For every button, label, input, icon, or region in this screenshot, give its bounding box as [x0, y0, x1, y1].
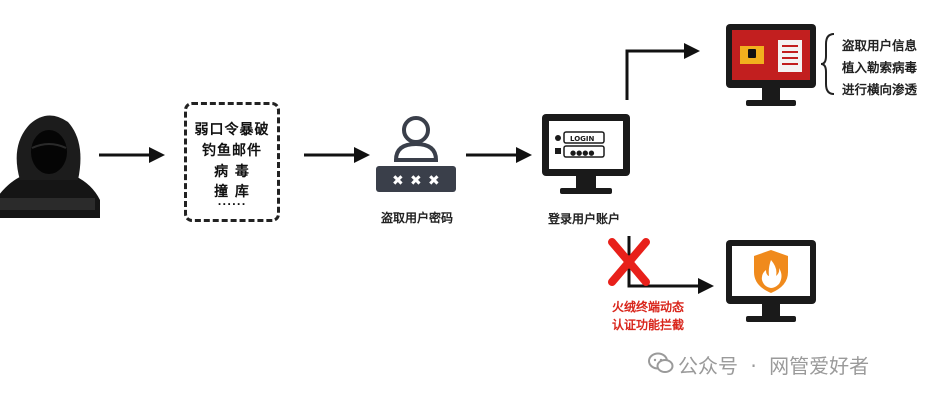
login-username-text: LOGIN	[570, 135, 595, 143]
consequence-item: 盗取用户信息	[842, 38, 918, 53]
attack-method-item: 弱口令暴破	[194, 122, 270, 138]
attack-methods-box: 弱口令暴破 钓鱼邮件 病 毒 撞 库 ......	[184, 102, 280, 222]
svg-text:✖: ✖	[410, 173, 422, 189]
curly-brace-icon	[820, 33, 835, 95]
block-x-icon	[608, 238, 650, 286]
attack-method-item: 病 毒	[214, 164, 250, 180]
flame-icon	[761, 260, 782, 288]
consequences-list: 盗取用户信息 植入勒索病毒 进行横向渗透	[842, 35, 942, 101]
arrow-right-icon	[304, 147, 370, 163]
protected-monitor-icon	[726, 240, 816, 322]
consequence-item: 植入勒索病毒	[842, 60, 918, 75]
watermark-separator: ·	[750, 354, 757, 378]
attack-method-item: ......	[217, 197, 247, 208]
hacker-icon	[0, 115, 100, 218]
user-password-icon: ✖ ✖ ✖	[376, 116, 456, 192]
block-text-line: 火绒终端动态	[611, 300, 684, 314]
arrow-right-icon	[466, 147, 532, 163]
wechat-icon	[648, 352, 674, 373]
attack-method-item: 钓鱼邮件	[202, 143, 262, 159]
svg-text:✖: ✖	[428, 173, 440, 189]
watermark: 公众号 · 网管爱好者	[678, 350, 869, 379]
steal-password-label: 盗取用户密码	[380, 211, 453, 225]
arrow-right-icon	[99, 147, 165, 163]
block-text-line: 认证功能拦截	[611, 318, 684, 332]
svg-text:✖: ✖	[392, 173, 404, 189]
arrow-up-right-icon	[625, 43, 700, 100]
watermark-left: 公众号	[678, 354, 738, 378]
login-monitor-icon: LOGIN ●●●●	[542, 114, 630, 194]
watermark-right: 网管爱好者	[769, 354, 870, 378]
login-account-label: 登录用户账户	[547, 212, 620, 226]
login-password-mask: ●●●●	[570, 149, 594, 157]
block-description: 火绒终端动态 认证功能拦截	[598, 298, 698, 334]
attack-method-item: 撞 库	[214, 184, 250, 200]
ransom-monitor-icon	[726, 24, 816, 106]
arrow-down-right-icon	[627, 236, 714, 294]
consequence-item: 进行横向渗透	[842, 82, 918, 97]
